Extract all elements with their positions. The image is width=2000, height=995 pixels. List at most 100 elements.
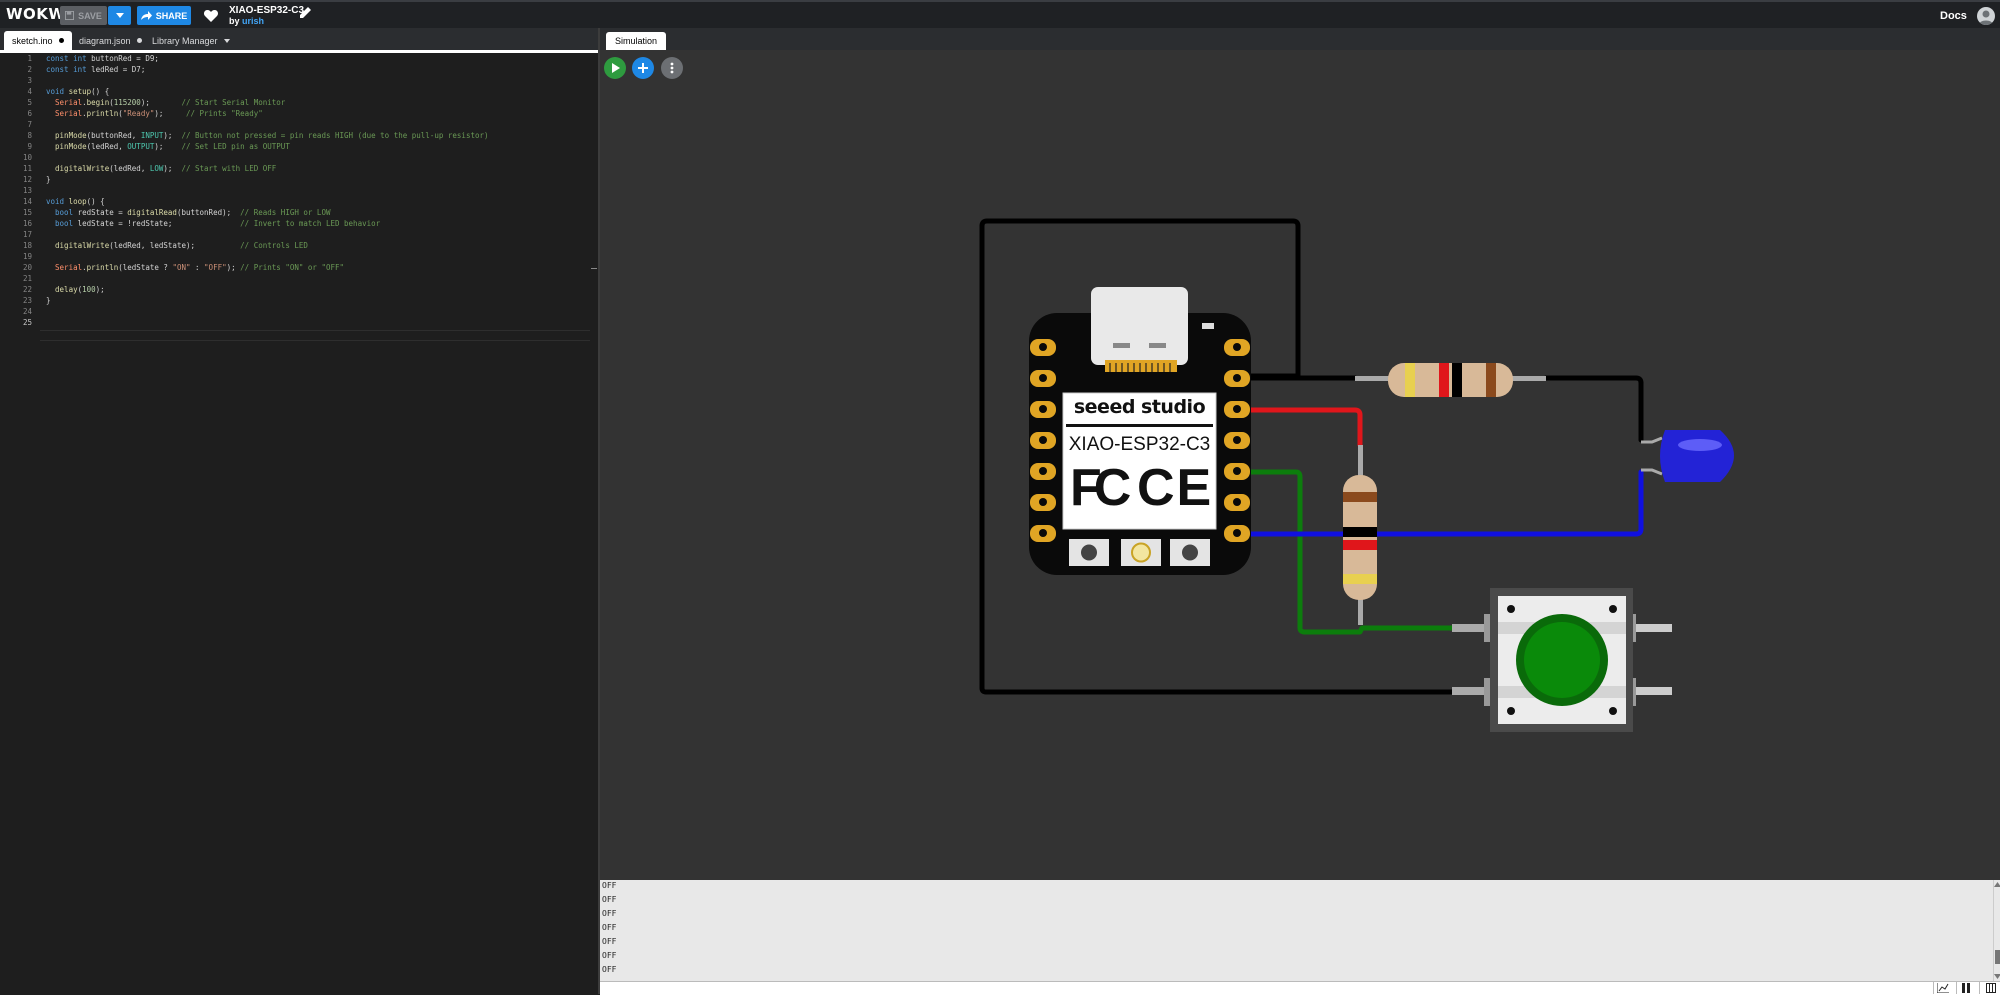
- serial-line: OFF: [602, 923, 617, 932]
- project-title: XIAO-ESP32-C3: [229, 5, 305, 16]
- code-line: 25: [0, 317, 590, 328]
- panel-divider[interactable]: [598, 28, 600, 994]
- board-model-text: XIAO-ESP32-C3: [1068, 434, 1211, 455]
- line-number: 3: [27, 76, 32, 85]
- code-text: pinMode(buttonRed, INPUT); // Button not…: [55, 131, 489, 140]
- share-label: SHARE: [155, 10, 188, 21]
- line-number: 25: [22, 318, 32, 327]
- wokwi-logo[interactable]: WOKWI: [6, 5, 72, 23]
- modified-dot-icon: [58, 38, 64, 43]
- scroll-up-icon: [1994, 882, 2000, 887]
- line-number: 13: [22, 186, 32, 195]
- pencil-icon[interactable]: [299, 6, 312, 19]
- code-text: const int ledRed = D7;: [46, 65, 146, 74]
- xiao-esp32-c3-board: [1029, 287, 1251, 575]
- serial-monitor-toolbar: [600, 981, 2000, 995]
- line-number: 16: [22, 219, 32, 228]
- serial-scrollbar[interactable]: [1993, 880, 2000, 981]
- start-simulation-button[interactable]: [604, 57, 626, 79]
- plotter-button[interactable]: [1933, 982, 1952, 994]
- tab-library-manager[interactable]: Library Manager: [144, 32, 226, 49]
- line-number: 18: [22, 241, 32, 250]
- add-part-button[interactable]: [632, 57, 654, 79]
- columns-icon: [1985, 983, 1996, 993]
- tab-label: Library Manager: [152, 35, 218, 46]
- more-options-button[interactable]: [661, 57, 683, 79]
- line-number: 17: [22, 230, 32, 239]
- line-number: 4: [27, 87, 32, 96]
- line-number: 5: [27, 98, 32, 107]
- heart-icon[interactable]: [203, 8, 219, 24]
- chevron-down-icon: [115, 12, 124, 18]
- share-button[interactable]: SHARE: [137, 6, 191, 25]
- code-line: 15 bool redState = digitalRead(buttonRed…: [0, 207, 590, 218]
- code-line: 18 digitalWrite(ledRed, ledState); // Co…: [0, 240, 590, 251]
- scroll-down-icon: [1994, 974, 2000, 979]
- line-number: 12: [22, 175, 32, 184]
- line-number: 6: [27, 109, 32, 118]
- wire-red: [1237, 407, 1363, 448]
- code-line: 7: [0, 119, 590, 130]
- wire-blue: [1237, 469, 1644, 537]
- kebab-menu-icon: [670, 62, 674, 74]
- code-line: 17: [0, 229, 590, 240]
- blue-led: [1641, 430, 1734, 482]
- simulation-canvas[interactable]: seeed studio XIAO-ESP32-C3 FC CE: [600, 50, 2000, 880]
- user-icon: [1979, 10, 1993, 25]
- caret-down-icon: [224, 38, 230, 43]
- code-text: bool ledState = !redState; // Invert to …: [55, 219, 381, 228]
- project-author: by urish: [229, 16, 264, 26]
- scroll-marker: [591, 268, 597, 269]
- share-icon: [140, 11, 152, 20]
- line-number: 8: [27, 131, 32, 140]
- floppy-icon: [65, 11, 75, 20]
- author-link[interactable]: urish: [242, 16, 265, 26]
- code-line: 22 delay(100);: [0, 284, 590, 295]
- code-line: 21: [0, 273, 590, 284]
- line-number: 24: [22, 307, 32, 316]
- by-label: by: [229, 16, 240, 26]
- pause-output-button[interactable]: [1956, 982, 1975, 994]
- code-line: 19: [0, 251, 590, 262]
- code-text: Serial.println(ledState ? "ON" : "OFF");…: [55, 263, 345, 272]
- save-options-dropdown[interactable]: [108, 6, 131, 25]
- code-line: 11 digitalWrite(ledRed, LOW); // Start w…: [0, 163, 590, 174]
- docs-link[interactable]: Docs: [1940, 10, 1967, 22]
- code-line: 8 pinMode(buttonRed, INPUT); // Button n…: [0, 130, 590, 141]
- code-text: delay(100);: [55, 285, 105, 294]
- line-number: 7: [27, 120, 32, 129]
- code-line: 13: [0, 185, 590, 196]
- serial-options-button[interactable]: [1979, 982, 2000, 994]
- wire-black-led: [1543, 375, 1644, 443]
- tab-label: diagram.json: [79, 35, 131, 46]
- code-text: const int buttonRed = D9;: [46, 54, 159, 63]
- line-number: 23: [22, 296, 32, 305]
- code-text: pinMode(ledRed, OUTPUT); // Set LED pin …: [55, 142, 290, 151]
- user-avatar[interactable]: [1977, 7, 1995, 25]
- tab-diagram-json[interactable]: diagram.json: [71, 32, 150, 49]
- ce-mark: CE: [1137, 459, 1214, 517]
- pause-icon: [1962, 983, 1970, 993]
- save-button[interactable]: SAVE: [60, 6, 107, 25]
- code-text: digitalWrite(ledRed, ledState); // Contr…: [55, 241, 308, 250]
- code-text: }: [46, 175, 51, 184]
- code-line: 24: [0, 306, 590, 317]
- code-line: 20 Serial.println(ledState ? "ON" : "OFF…: [0, 262, 590, 273]
- scroll-thumb[interactable]: [1995, 950, 2000, 964]
- green-pushbutton: [1452, 588, 1672, 732]
- top-bar: WOKWI SAVE SHARE XIAO-ESP32-C3 by urish …: [0, 0, 2000, 28]
- code-text: bool redState = digitalRead(buttonRed); …: [55, 208, 331, 217]
- tab-sketch-ino[interactable]: sketch.ino: [4, 31, 72, 50]
- line-number: 22: [22, 285, 32, 294]
- code-line: 5 Serial.begin(115200); // Start Serial …: [0, 97, 590, 108]
- code-line: 9 pinMode(ledRed, OUTPUT); // Set LED pi…: [0, 141, 590, 152]
- tabs-menu-button[interactable]: [216, 32, 238, 49]
- serial-line: OFF: [602, 895, 617, 904]
- code-text: void loop() {: [46, 197, 105, 206]
- serial-monitor-output[interactable]: OFF OFF OFF OFF OFF OFF OFF: [600, 880, 1993, 981]
- tab-simulation[interactable]: Simulation: [606, 32, 667, 50]
